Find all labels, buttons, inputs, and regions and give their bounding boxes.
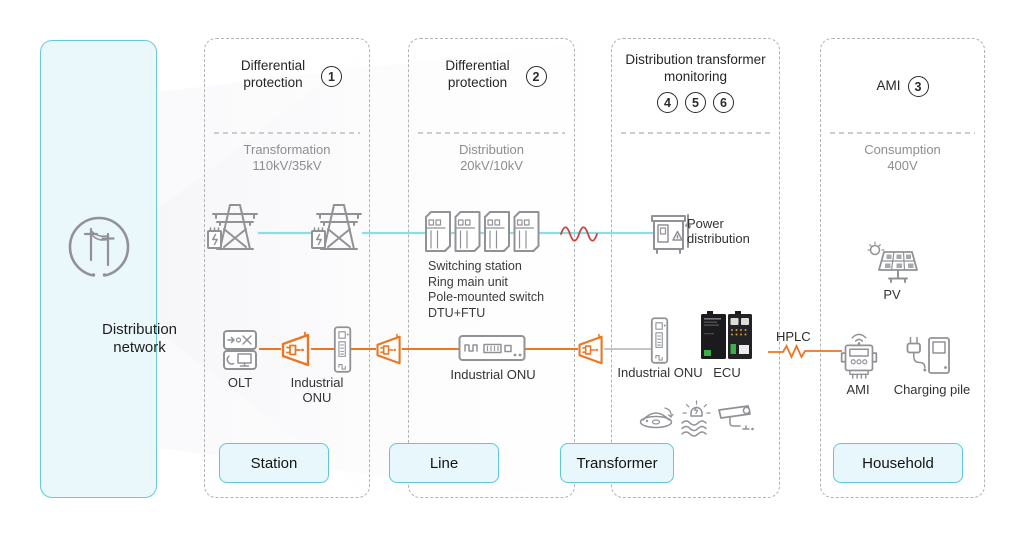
badge-5: 5 xyxy=(685,92,706,113)
pylon-icon xyxy=(207,204,258,250)
transformer-button[interactable]: Transformer xyxy=(560,443,674,483)
column-transformer xyxy=(611,38,780,498)
ami-meter-icon xyxy=(840,333,878,379)
pv-icon xyxy=(867,241,918,283)
badge-4: 4 xyxy=(657,92,678,113)
header-transformer: Distribution transformer monitoring xyxy=(611,52,780,85)
badge-1: 1 xyxy=(321,66,342,87)
olt-label: OLT xyxy=(227,375,253,390)
pv-label: PV xyxy=(883,287,901,302)
tier-name: Transformation xyxy=(243,142,331,157)
column-title: Differential protection xyxy=(445,58,510,90)
industrial-onu-vertical-icon xyxy=(650,317,669,364)
smoke-detector-icon xyxy=(639,407,674,429)
household-button[interactable]: Household xyxy=(833,443,963,483)
tier-voltage: 400V xyxy=(887,158,918,173)
flood-alarm-icon xyxy=(681,400,711,437)
distribution-network-panel: Distribution network xyxy=(40,40,177,498)
tier-voltage: 110kV/35kV xyxy=(252,158,322,173)
tier-voltage: 20kV/10kV xyxy=(460,158,523,173)
tier-household: Consumption 400V xyxy=(820,142,985,174)
industrial-onu-label: Industrial ONU xyxy=(450,367,536,382)
separator-station xyxy=(214,132,360,134)
wire-hplc xyxy=(768,343,842,360)
caption-line: Ring main unit xyxy=(428,274,508,289)
header-household: AMI 3 xyxy=(820,76,985,97)
switchgear-cabinets-icon xyxy=(425,211,540,252)
industrial-onu-label: Industrial ONU xyxy=(290,375,344,405)
hplc-label: HPLC xyxy=(776,329,811,344)
badge-3: 3 xyxy=(907,76,929,97)
badge-2: 2 xyxy=(525,66,547,87)
station-button[interactable]: Station xyxy=(219,443,329,483)
tier-name: Consumption xyxy=(864,142,941,157)
badges-transformer: 4 5 6 xyxy=(611,92,780,113)
splitter-icon xyxy=(376,333,401,365)
caption-line: Pole-mounted switch xyxy=(428,290,545,304)
column-household xyxy=(820,38,985,498)
separator-transformer xyxy=(621,132,770,134)
wire-fault-squiggle xyxy=(560,226,598,242)
separator-line xyxy=(418,132,565,134)
olt-icon xyxy=(223,330,257,370)
charging-pile-label: Charging pile xyxy=(893,382,971,397)
grid-tower-icon xyxy=(68,216,130,280)
column-title: AMI xyxy=(876,78,901,94)
badge-6: 6 xyxy=(713,92,734,113)
switchgear-caption: Switching station Ring main unit Pole-mo… xyxy=(428,259,578,321)
caption-line: Switching station xyxy=(428,259,522,273)
column-station xyxy=(204,38,370,498)
tier-name: Distribution xyxy=(458,142,525,157)
column-title: Differential protection xyxy=(240,58,306,90)
tier-station: Transformation 110kV/35kV xyxy=(204,142,370,174)
splitter-icon xyxy=(578,333,603,365)
tier-line: Distribution 20kV/10kV xyxy=(408,142,575,174)
industrial-onu-vertical-icon xyxy=(333,326,352,373)
ecu-label: ECU xyxy=(713,365,741,380)
ami-label: AMI xyxy=(846,382,870,397)
line-button[interactable]: Line xyxy=(389,443,499,483)
splitter-icon xyxy=(281,331,310,367)
panel-label: Distribution network xyxy=(101,321,178,356)
charging-pile-icon xyxy=(906,336,950,374)
column-line xyxy=(408,38,575,498)
column-title: Distribution transformer monitoring xyxy=(625,52,766,84)
camera-icon xyxy=(718,405,754,431)
industrial-onu-icon xyxy=(458,335,526,361)
caption-line: DTU+FTU xyxy=(428,305,486,320)
power-distribution-icon xyxy=(651,214,692,254)
pylon-icon xyxy=(311,204,362,250)
industrial-onu-label: Industrial ONU xyxy=(617,365,703,380)
header-line: Differential protection 2 xyxy=(408,58,575,91)
ecu-device-image xyxy=(701,311,752,359)
separator-household xyxy=(830,132,975,134)
header-station: Differential protection 1 xyxy=(204,58,370,91)
power-distribution-label: Power distribution xyxy=(687,216,750,246)
